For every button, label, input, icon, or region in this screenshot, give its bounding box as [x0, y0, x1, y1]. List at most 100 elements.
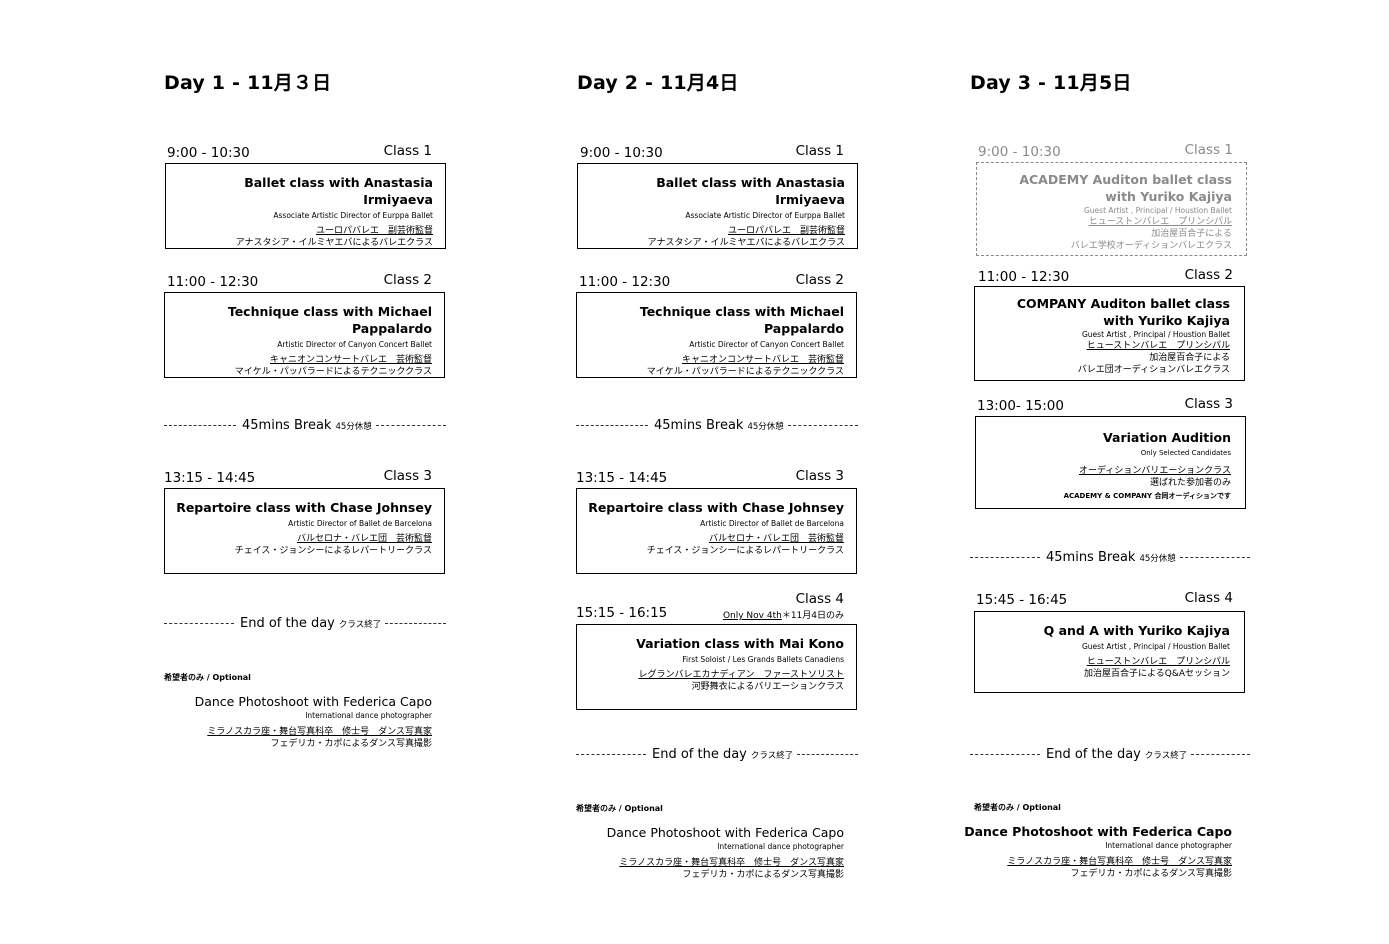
class-jp-desc: アナスタシア・イルミヤエバによるバレエクラス	[235, 238, 433, 248]
class-title: Repartoire class with Chase Johnsey	[176, 500, 432, 515]
slot-header: 15:45 - 16:45 Class 4	[973, 588, 1233, 608]
class-subtitle: Guest Artist , Principal / Houstion Ball…	[1081, 330, 1230, 339]
class-card: Technique class with Michael Pappalardo …	[576, 292, 857, 378]
class-jp-desc: 選ばれた参加者のみ	[1149, 478, 1231, 488]
dash-line	[164, 425, 236, 426]
dash-line	[787, 425, 858, 426]
class-subtitle: Only Selected Candidates	[1140, 449, 1231, 457]
class-jp-role: ヒューストンバレエ プリンシパル	[1088, 217, 1232, 227]
class-card: COMPANY Auditon ballet class with Yuriko…	[974, 286, 1245, 381]
class-jp-desc: 加治屋百合子による	[1149, 353, 1230, 363]
slot-header: 9:00 - 10:30 Class 1	[975, 140, 1233, 160]
end-jp: クラス終了	[338, 619, 382, 630]
optional-tag: 希望者のみ / Optional	[974, 803, 1061, 812]
slot-header: 13:15 - 14:45 Class 3	[161, 466, 432, 486]
class-title: Technique class with Michael Pappalardo	[639, 304, 844, 336]
class-card: Technique class with Michael Pappalardo …	[164, 292, 445, 378]
class-title: Ballet class with Anastasia Irmiyaeva	[244, 175, 433, 207]
photoshoot-subtitle: International dance photographer	[1105, 841, 1232, 850]
class-jp-role: オーディションバリエーションクラス	[1078, 466, 1231, 476]
class-title: Ballet class with Anastasia Irmiyaeva	[656, 175, 845, 207]
dash-line	[576, 425, 648, 426]
slot-class: Class 3	[795, 468, 844, 484]
end-label: End of the day	[1046, 747, 1141, 762]
class-jp-role: ユーロパバレエ 副芸術監督	[315, 226, 433, 236]
slot-class: Class 1	[383, 143, 432, 159]
slot-time: 11:00 - 12:30	[978, 269, 1070, 285]
class-jp-note: ACADEMY & COMPANY 合同オーディションです	[1063, 492, 1231, 500]
class-jp-role: ヒューストンバレエ プリンシパル	[1086, 657, 1230, 667]
slot-time: 11:00 - 12:30	[579, 274, 671, 290]
photoshoot-jp-role: ミラノスカラ座・舞台写真科卒 修士号 ダンス写真家	[619, 858, 844, 868]
photoshoot-jp-desc: フェデリカ・カポによるダンス写真撮影	[270, 739, 432, 749]
dash-line	[1191, 754, 1250, 755]
photoshoot-block: Dance Photoshoot with Federica Capo Inte…	[195, 694, 432, 750]
break-jp: 45分休憩	[335, 421, 372, 432]
break-divider: 45mins Break 45分休憩	[164, 418, 446, 433]
class-card: Q and A with Yuriko Kajiya Guest Artist …	[974, 611, 1245, 693]
optional-section: 希望者のみ / Optional Dance Photoshoot with F…	[576, 803, 844, 880]
class-jp-role: ヒューストンバレエ プリンシパル	[1086, 341, 1230, 351]
end-divider: End of the day クラス終了	[970, 747, 1250, 762]
class-jp-role: バルセロナ・バレエ団 芸術監督	[296, 534, 432, 544]
slot-header: 11:00 - 12:30 Class 2	[975, 265, 1233, 285]
end-jp: クラス終了	[750, 750, 794, 761]
slot-class: Class 2	[795, 272, 844, 288]
class-title: ACADEMY Auditon ballet class	[1019, 172, 1232, 187]
break-jp: 45分休憩	[747, 421, 784, 432]
class-jp-role: キャニオンコンサートバレエ 芸術監督	[269, 355, 432, 365]
slot-class: Class 1	[1184, 142, 1233, 158]
end-jp: クラス終了	[1144, 750, 1188, 761]
class-jp-role: レグランバレエカナディアン ファーストソリスト	[638, 670, 844, 680]
slot-note-en: Only Nov 4th	[722, 611, 782, 621]
slot-time: 9:00 - 10:30	[580, 145, 663, 161]
break-label: 45mins Break	[242, 418, 332, 433]
slot-class: Class 1	[795, 143, 844, 159]
photoshoot-title: Dance Photoshoot with Federica Capo	[194, 694, 432, 709]
slot-time: 13:15 - 14:45	[576, 470, 668, 486]
photoshoot-jp-desc: フェデリカ・カポによるダンス写真撮影	[1070, 869, 1232, 879]
dash-line	[797, 754, 858, 755]
end-divider: End of the day クラス終了	[164, 616, 446, 631]
class-jp-role: バルセロナ・バレエ団 芸術監督	[708, 534, 844, 544]
optional-tag: 希望者のみ / Optional	[576, 804, 663, 813]
class-card: Ballet class with Anastasia Irmiyaeva As…	[577, 163, 858, 249]
slot-header: 9:00 - 10:30 Class 1	[577, 141, 844, 161]
slot-time: 9:00 - 10:30	[978, 144, 1061, 160]
slot-time: 15:15 - 16:15	[576, 605, 668, 621]
dash-line	[164, 623, 234, 624]
class-jp-desc-2: バレエ学校オーディションバレエクラス	[1070, 241, 1232, 251]
slot-time: 15:45 - 16:45	[976, 592, 1068, 608]
end-label: End of the day	[240, 616, 335, 631]
day-title: Day 3 - 11月5日	[970, 72, 1132, 94]
class-card: Ballet class with Anastasia Irmiyaeva As…	[165, 163, 446, 249]
class-title: Q and A with Yuriko Kajiya	[1043, 623, 1230, 638]
class-jp-desc: マイケル・パッパラードによるテクニッククラス	[234, 367, 432, 377]
slot-header: 13:15 - 14:45 Class 3	[573, 466, 844, 486]
class-title-line2: with Yuriko Kajiya	[1105, 189, 1232, 204]
class-subtitle: Guest Artist , Principal / Houstion Ball…	[1083, 206, 1232, 215]
optional-section: 希望者のみ / Optional Dance Photoshoot with F…	[964, 802, 1232, 879]
dash-line	[385, 623, 446, 624]
slot-header: 11:00 - 12:30 Class 2	[164, 270, 432, 290]
slot-note-jp: ＊11月4日のみ	[781, 611, 844, 621]
class-card: Variation class with Mai Kono First Solo…	[576, 624, 857, 710]
class-title: Variation class with Mai Kono	[636, 636, 844, 651]
class-subtitle: First Soloist / Les Grands Ballets Canad…	[682, 655, 844, 664]
slot-class: Class 3	[1184, 396, 1233, 412]
dash-line	[1179, 557, 1250, 558]
class-jp-role: ユーロパバレエ 副芸術監督	[727, 226, 845, 236]
photoshoot-jp-desc: フェデリカ・カポによるダンス写真撮影	[682, 870, 844, 880]
photoshoot-title: Dance Photoshoot with Federica Capo	[964, 824, 1232, 839]
photoshoot-subtitle: International dance photographer	[717, 842, 844, 851]
break-label: 45mins Break	[654, 418, 744, 433]
dash-line	[970, 754, 1040, 755]
class-card: Variation Audition Only Selected Candida…	[975, 416, 1246, 509]
slot-class: Class 3	[383, 468, 432, 484]
class-jp-desc: チェイス・ジョンシーによるレパートリークラス	[646, 546, 844, 556]
slot-class: Class 2	[1184, 267, 1233, 283]
class-jp-role: キャニオンコンサートバレエ 芸術監督	[681, 355, 844, 365]
class-subtitle: Associate Artistic Director of Eurppa Ba…	[685, 211, 845, 220]
class-subtitle: Associate Artistic Director of Eurppa Ba…	[273, 211, 433, 220]
class-jp-desc: チェイス・ジョンシーによるレパートリークラス	[234, 546, 432, 556]
